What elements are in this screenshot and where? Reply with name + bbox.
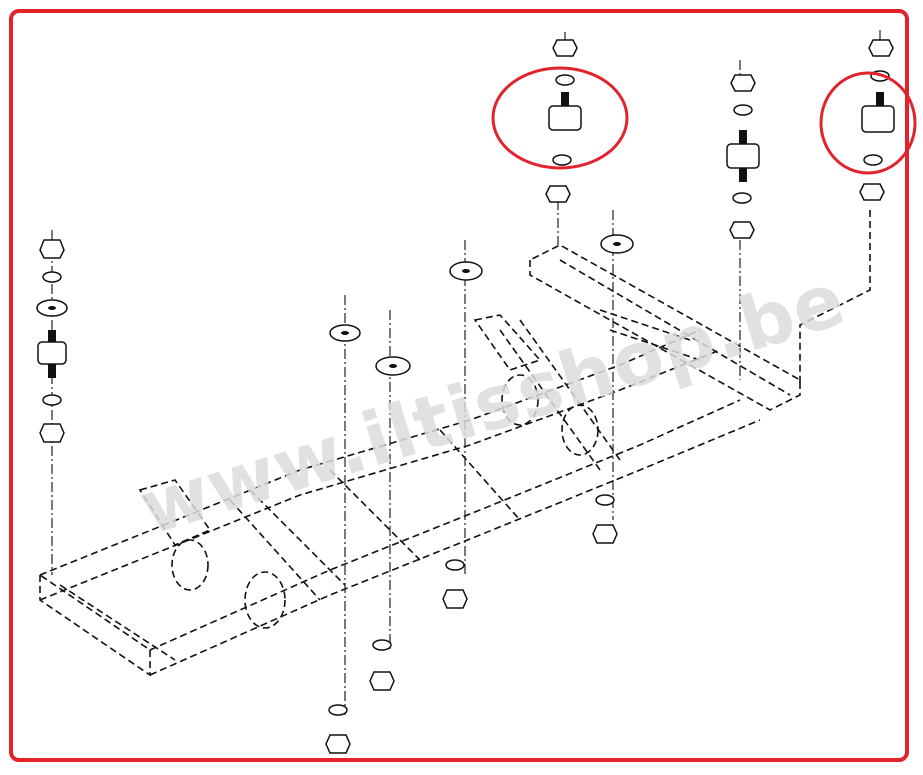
washer-icon: [42, 394, 62, 406]
flat-washers: [329, 234, 634, 376]
fastener-axis-lines: [51, 30, 881, 715]
mount-stack-rear-middle: [726, 74, 760, 239]
washer-icon: [595, 494, 615, 506]
nut-icon: [442, 589, 468, 609]
washer-icon: [552, 154, 572, 166]
lower-fasteners: [325, 494, 618, 754]
mount-stack-front-left: [36, 239, 68, 443]
washer-icon: [733, 104, 753, 116]
nut-icon: [730, 74, 756, 92]
rubber-mount-icon: [861, 105, 895, 133]
nut-icon: [859, 183, 885, 201]
washer-icon: [445, 559, 465, 571]
mount-stack-rear-center: [491, 39, 629, 203]
highlight-circle: [491, 66, 629, 170]
mount-stack-rear-right: [819, 39, 917, 201]
nut-icon: [592, 524, 618, 544]
washer-icon: [732, 192, 752, 204]
nut-icon: [39, 239, 65, 259]
washer-icon: [42, 271, 62, 283]
nut-icon: [545, 185, 571, 203]
washer-icon: [328, 704, 348, 716]
nut-icon: [369, 671, 395, 691]
washer-icon: [555, 74, 575, 86]
rubber-mount-icon: [548, 105, 582, 131]
highlight-circle: [819, 71, 917, 175]
nut-icon: [552, 39, 578, 57]
nut-icon: [325, 734, 351, 754]
nut-icon: [868, 39, 894, 57]
washer-icon: [863, 154, 883, 166]
washer-icon: [372, 639, 392, 651]
nut-icon: [729, 221, 755, 239]
nut-icon: [39, 423, 65, 443]
chassis-frame: [39, 210, 871, 677]
red-border-frame: [9, 9, 909, 762]
